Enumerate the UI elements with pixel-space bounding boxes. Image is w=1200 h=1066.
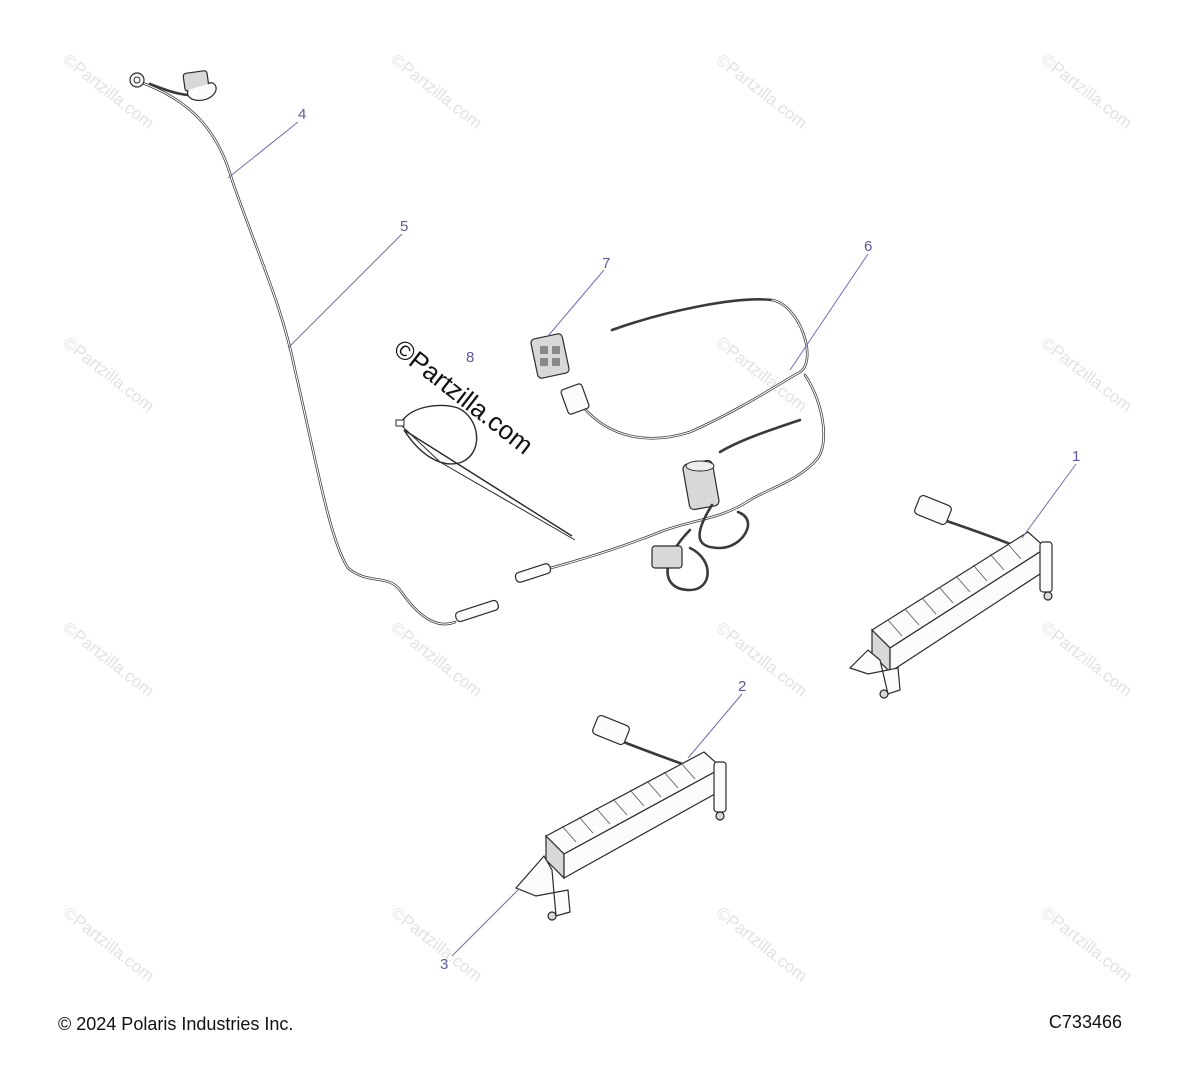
watermark: ©Partzilla.com [1038,50,1136,133]
watermark: ©Partzilla.com [60,903,158,986]
watermark: ©Partzilla.com [1038,903,1136,986]
diagram-code: C733466 [1048,1012,1122,1032]
harness-long-wire [129,70,500,626]
callout-2: 2 [738,678,746,695]
light-bar-1 [848,494,1053,699]
callout-7: 7 [602,255,610,272]
callout-1: 1 [1072,448,1080,465]
watermark: ©Partzilla.com [713,50,811,133]
watermark: ©Partzilla.com [713,903,811,986]
leader-7 [547,269,605,337]
center-watermark: ©Partzilla.com [388,333,539,460]
watermark: ©Partzilla.com [60,333,158,416]
leader-1 [1021,463,1077,539]
watermark: ©Partzilla.com [1038,618,1136,701]
callout-6: 6 [864,238,872,255]
light-bar-1-fins [887,542,1022,637]
watermark: ©Partzilla.com [388,50,486,133]
watermark: ©Partzilla.com [60,50,158,133]
callout-8: 8 [466,349,474,366]
copyright-text: © 2024 Polaris Industries Inc. [58,1014,294,1034]
leader-3 [451,889,519,957]
leader-2 [687,693,743,759]
connector-7 [530,333,570,379]
watermark: ©Partzilla.com [388,618,486,701]
light-bar-2-fins [561,762,696,843]
leader-5 [287,233,403,349]
watermark: ©Partzilla.com [388,903,486,986]
callout-3: 3 [440,956,448,973]
light-bar-2 [514,714,727,921]
adapter-harness [514,298,825,592]
callout-5: 5 [400,218,408,235]
cable-tie [395,404,576,541]
watermark: ©Partzilla.com [60,618,158,701]
watermark: ©Partzilla.com [713,618,811,701]
watermark: ©Partzilla.com [1038,333,1136,416]
callouts: 1 2 3 4 5 6 7 8 [298,106,1080,973]
leader-6 [789,253,869,371]
leader-4 [227,121,299,179]
callout-4: 4 [298,106,306,123]
leader-lines [227,121,1077,957]
